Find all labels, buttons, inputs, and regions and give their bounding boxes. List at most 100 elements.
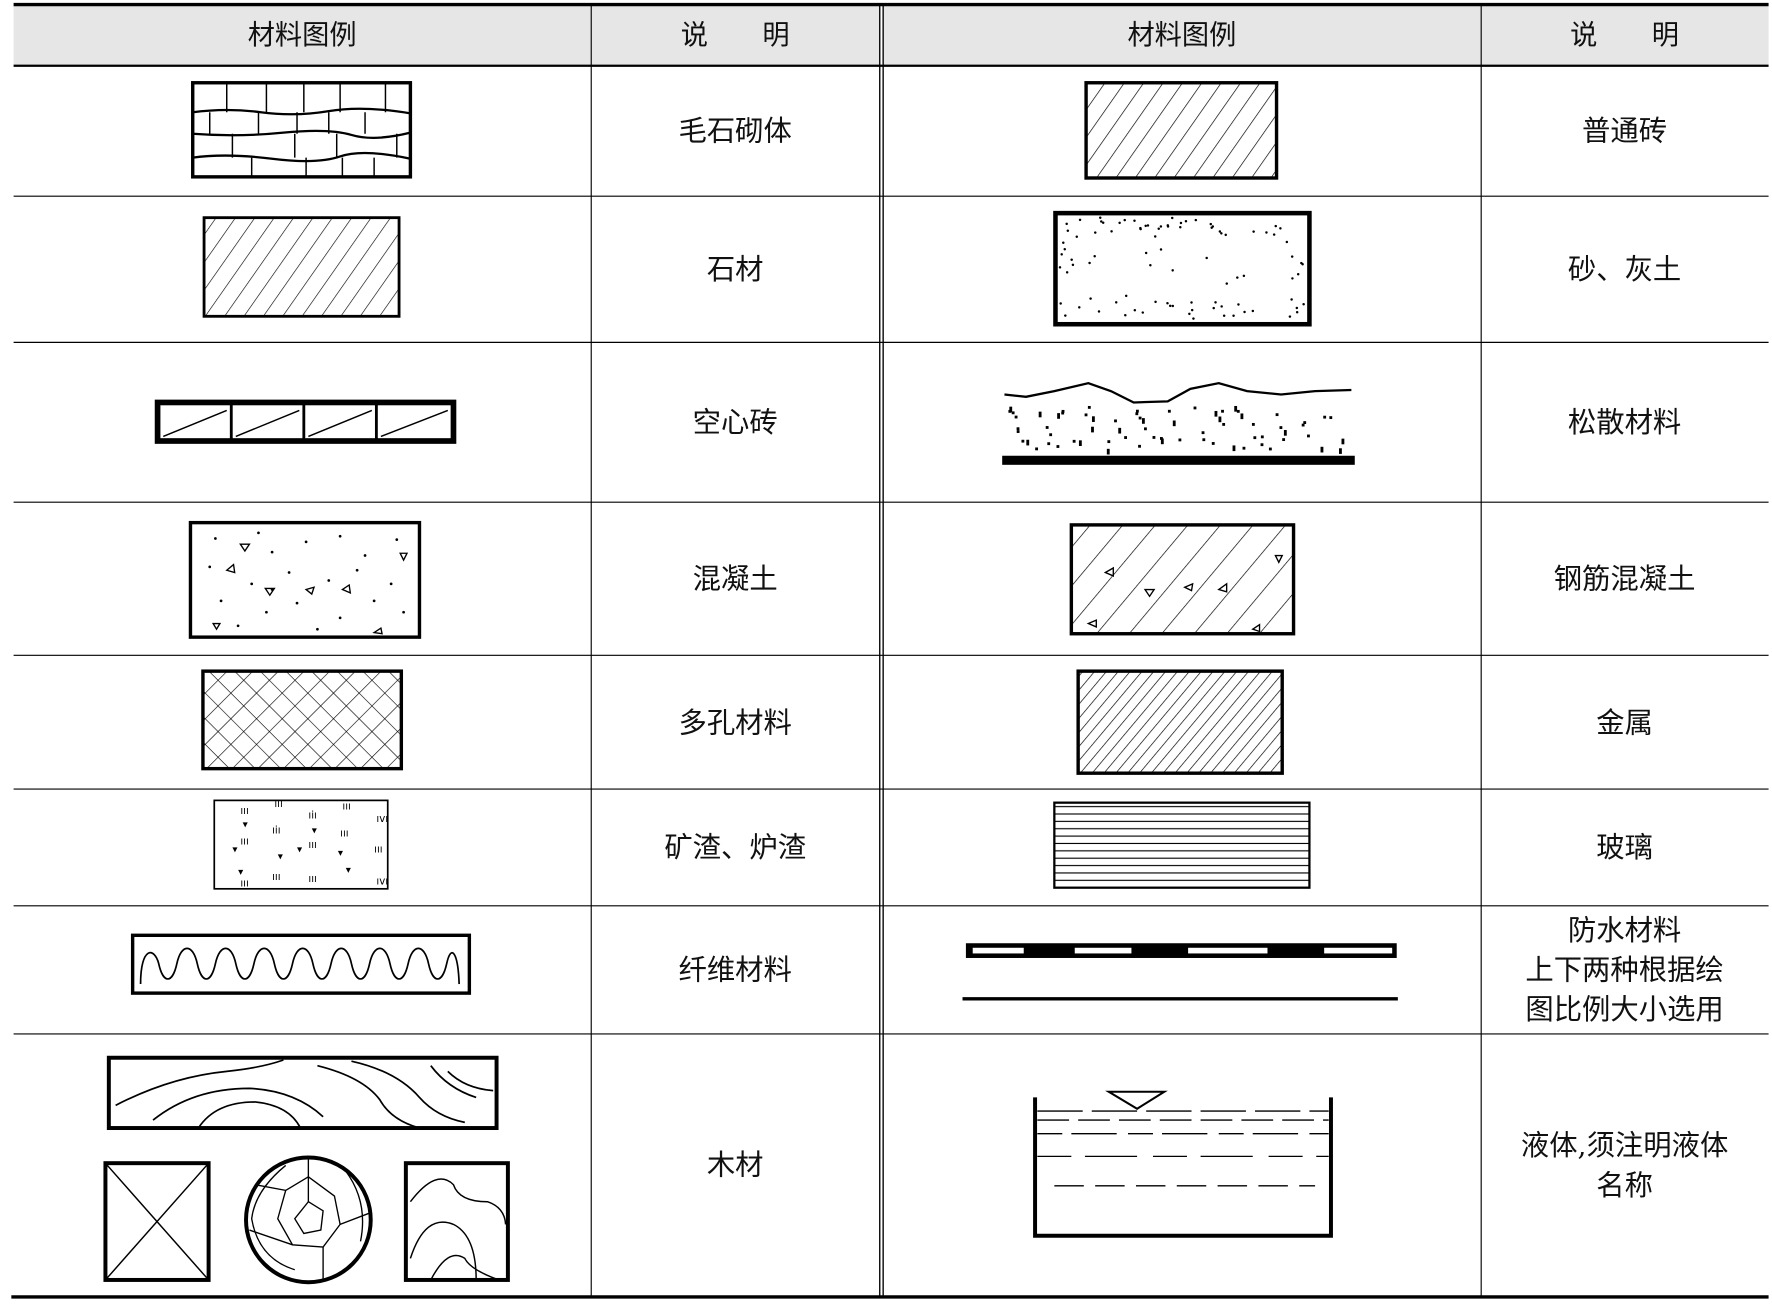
- loose-dot: [1218, 416, 1222, 423]
- sand-dot: [1224, 233, 1228, 237]
- desc-cell: 空心砖: [591, 342, 880, 502]
- loose-dot: [1057, 413, 1061, 419]
- loose-dot: [1061, 411, 1065, 415]
- loose-dot: [1118, 427, 1122, 434]
- sand-dot: [1166, 302, 1169, 305]
- desc-cell: 多孔材料: [591, 655, 880, 789]
- loose-dot: [1021, 439, 1025, 443]
- svg-text:▾: ▾: [238, 867, 244, 878]
- loose-dot: [1282, 438, 1286, 442]
- loose-dot: [1202, 438, 1206, 442]
- sand-dot: [1100, 220, 1103, 223]
- sand-dot: [1190, 301, 1193, 304]
- loose-dot: [1253, 436, 1257, 440]
- wood-icon: [103, 1055, 510, 1285]
- sand-dot: [1218, 230, 1222, 233]
- loose-dot: [1035, 447, 1039, 451]
- header-text: 说 明: [1570, 18, 1680, 51]
- sand-dot: [1242, 274, 1246, 278]
- svg-text:ııı: ııı: [374, 845, 383, 856]
- loose-dot: [1124, 436, 1128, 439]
- sand-dot: [1222, 314, 1226, 317]
- svg-text:▾: ▾: [312, 825, 318, 836]
- loose-dot: [1045, 426, 1049, 429]
- sand-dot: [1097, 310, 1101, 313]
- loose-dot: [1087, 405, 1091, 409]
- sand-dot: [1078, 218, 1082, 222]
- desc-cell: 玻璃: [1481, 789, 1769, 906]
- header-text: 材料图例: [1127, 18, 1237, 51]
- sand-dot: [1295, 310, 1299, 314]
- material-label: 纤维材料: [678, 953, 792, 987]
- loose-dot: [1061, 409, 1065, 413]
- loose-dot: [1014, 415, 1018, 419]
- desc-cell: 钢筋混凝土: [1481, 502, 1769, 655]
- sand-dot: [1274, 224, 1277, 228]
- sand-dot: [1123, 218, 1126, 222]
- svg-text:▾: ▾: [243, 820, 249, 831]
- loose-dot: [1049, 433, 1053, 437]
- loose-dot: [1260, 435, 1264, 439]
- material-label: 普通砖: [1582, 114, 1668, 148]
- sand-dot: [1251, 309, 1255, 313]
- sand-dot: [1279, 227, 1282, 230]
- fiber-material-icon: [130, 933, 472, 995]
- header-right-desc: 说 明: [1480, 4, 1769, 66]
- loose-dot: [1320, 446, 1324, 453]
- metal-icon: [1076, 669, 1284, 775]
- loose-dot: [1234, 405, 1238, 412]
- loose-dot: [1106, 448, 1110, 455]
- sand-dot: [1214, 301, 1217, 304]
- loose-dot: [1135, 412, 1139, 416]
- sand-dot: [1296, 272, 1300, 276]
- loose-dot: [1152, 436, 1156, 439]
- loose-dot: [1038, 411, 1042, 418]
- sand-dot: [1212, 306, 1215, 310]
- loose-dot: [1260, 443, 1264, 447]
- sand-dot: [1272, 233, 1276, 236]
- sand-dot: [1071, 263, 1075, 267]
- svg-text:ıiı: ıiı: [308, 811, 317, 822]
- svg-text:▾: ▾: [338, 848, 344, 859]
- loose-dot: [1072, 439, 1076, 443]
- porous-material-icon: [201, 669, 404, 771]
- loose-dot: [1193, 406, 1197, 410]
- loose-dot: [1268, 447, 1272, 451]
- loose-dot: [1221, 409, 1224, 413]
- material-label: 木材: [706, 1148, 764, 1182]
- loose-dot: [1303, 421, 1307, 425]
- sand-dot: [1190, 308, 1194, 312]
- loose-dot: [1339, 448, 1342, 454]
- reinforced-concrete-icon: [1069, 523, 1296, 636]
- sand-dot: [1154, 300, 1157, 304]
- svg-text:ııı: ııı: [340, 829, 349, 840]
- sand-dot: [1168, 304, 1172, 308]
- sand-dot: [1157, 227, 1161, 231]
- svg-text:ııı: ııı: [308, 840, 317, 851]
- loose-dot: [1236, 409, 1240, 413]
- sand-dot: [1290, 255, 1294, 258]
- sand-dot: [1188, 312, 1191, 316]
- sand-dot: [1059, 302, 1062, 305]
- svg-text:ıiı: ıiı: [272, 825, 281, 836]
- loose-dot: [1016, 430, 1020, 433]
- loose-dot: [1178, 438, 1182, 442]
- loose-dot: [1232, 445, 1236, 452]
- sand-dot: [1133, 309, 1137, 312]
- sand-dot: [1094, 231, 1097, 234]
- sand-dot: [1225, 282, 1229, 285]
- svg-text:ııı: ııı: [240, 879, 249, 890]
- material-label: 矿渣、炉渣: [664, 831, 807, 864]
- material-label: 液体,须注明液体 名称: [1520, 1128, 1729, 1202]
- header-left-legend: 材料图例: [13, 4, 591, 66]
- svg-text:ııı: ııı: [274, 799, 283, 810]
- material-label: 砂、灰土: [1567, 252, 1682, 286]
- sand-dot: [1133, 219, 1136, 222]
- sand-dot: [1062, 241, 1065, 244]
- loose-dot: [1160, 437, 1163, 440]
- sand-dot: [1075, 235, 1079, 238]
- hollow-brick-icon: [154, 399, 457, 444]
- loose-dot: [1091, 426, 1094, 433]
- desc-cell: 松散材料: [1481, 342, 1769, 502]
- loose-dot: [1138, 416, 1142, 420]
